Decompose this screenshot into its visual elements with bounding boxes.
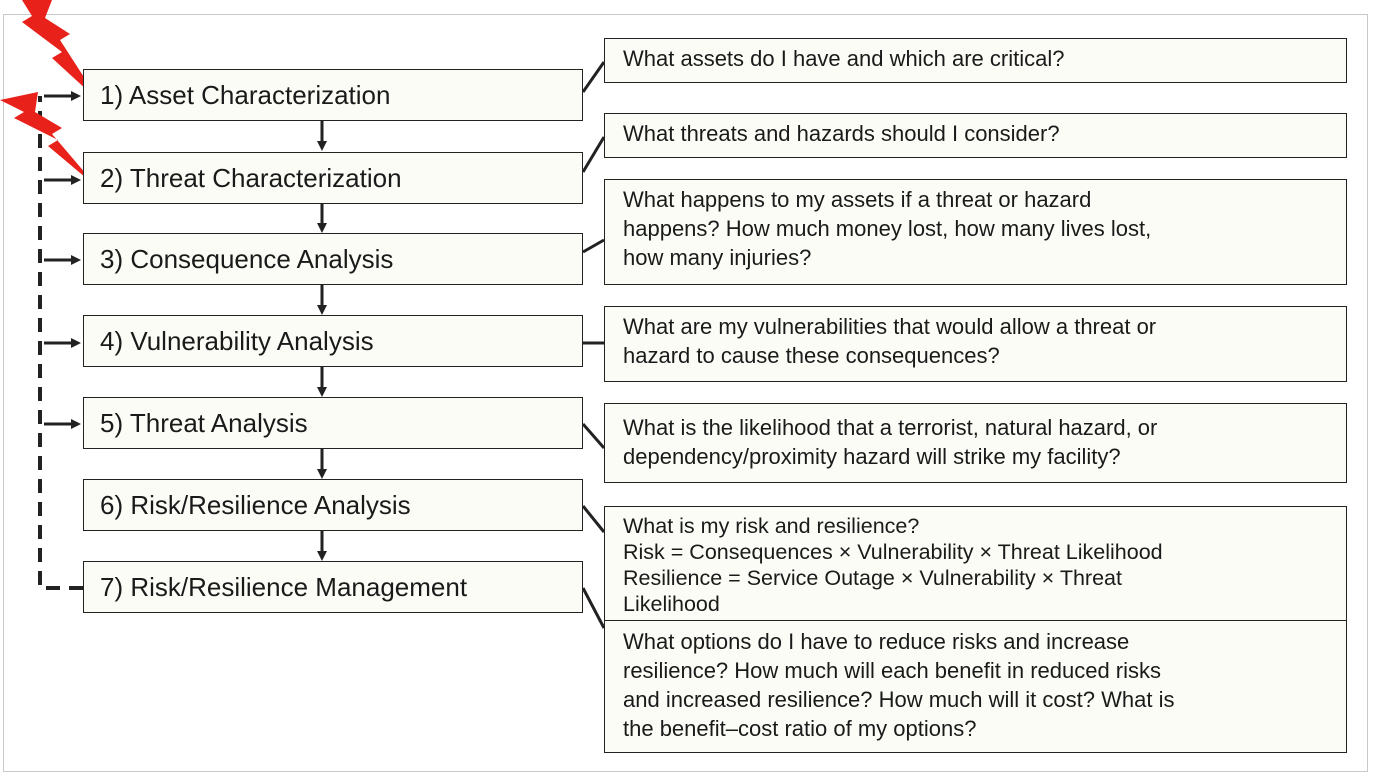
lightning-bolt-icon [0,92,98,188]
question-vulnerabilities: What are my vulnerabilities that would a… [604,306,1347,382]
lightning-bolt-icon [22,0,100,102]
step-label: 5) Threat Analysis [100,407,308,438]
diagram-frame [3,14,1368,772]
question-likelihood: What is the likelihood that a terrorist,… [604,403,1347,483]
step-threat-analysis: 5) Threat Analysis [83,397,583,449]
question-consequences: What happens to my assets if a threat or… [604,179,1347,285]
question-options: What options do I have to reduce risks a… [604,620,1347,753]
question-assets: What assets do I have and which are crit… [604,38,1347,83]
question-threats: What threats and hazards should I consid… [604,113,1347,158]
step-label: 1) Asset Characterization [100,79,391,110]
step-label: 2) Threat Characterization [100,162,402,193]
step-consequence-analysis: 3) Consequence Analysis [83,233,583,285]
question-text: What options do I have to reduce risks a… [623,629,1175,741]
step-risk-resilience-management: 7) Risk/Resilience Management [83,561,583,613]
step-label: 3) Consequence Analysis [100,243,394,274]
lightning-markers [0,0,100,188]
question-text: What happens to my assets if a threat or… [623,187,1152,270]
question-text: What assets do I have and which are crit… [623,46,1065,71]
question-text: What is the likelihood that a terrorist,… [623,415,1158,469]
step-label: 7) Risk/Resilience Management [100,571,468,602]
step-label: 6) Risk/Resilience Analysis [100,489,411,520]
question-text: What are my vulnerabilities that would a… [623,314,1157,368]
question-risk-resilience: What is my risk and resilience? Risk = C… [604,506,1347,621]
step-question-connectors [581,61,606,629]
question-text: What threats and hazards should I consid… [623,121,1060,146]
step-risk-resilience-analysis: 6) Risk/Resilience Analysis [83,479,583,531]
dashed-feedback-loop [38,91,83,590]
question-text: What is my risk and resilience? Risk = C… [623,514,1163,616]
step-vulnerability-analysis: 4) Vulnerability Analysis [83,315,583,367]
step-asset-characterization: 1) Asset Characterization [83,69,583,121]
step-threat-characterization: 2) Threat Characterization [83,152,583,204]
step-label: 4) Vulnerability Analysis [100,325,374,356]
